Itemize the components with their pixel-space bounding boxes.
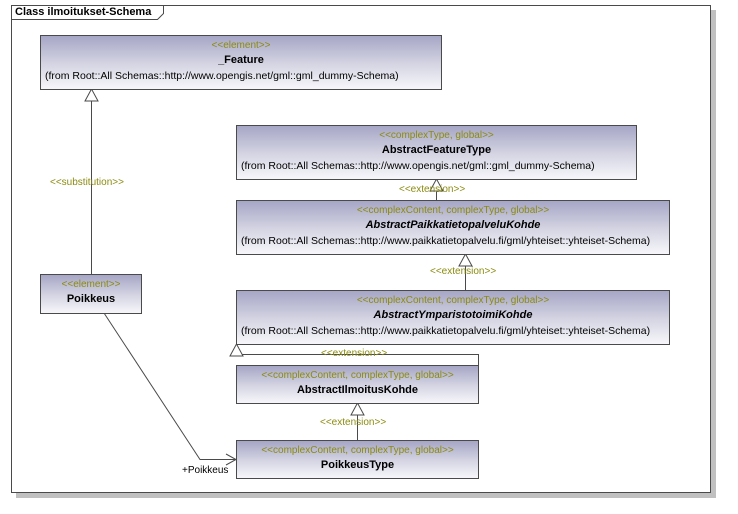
class-origin: (from Root::All Schemas::http://www.paik…	[241, 325, 651, 337]
frame-title-tab	[11, 5, 164, 20]
stereotype: <<complexContent, complexType, global>>	[356, 205, 550, 216]
class-origin: (from Root::All Schemas::http://www.paik…	[241, 235, 651, 247]
association-role-label: +Poikkeus	[182, 465, 229, 476]
class-name: AbstractPaikkatietopalveluKohde	[365, 219, 541, 231]
class-name: Poikkeus	[66, 293, 116, 305]
extension-label-2: <<extension>>	[430, 266, 497, 277]
class-name: AbstractYmparistotoimiKohde	[373, 309, 533, 321]
class-poikkeus-type[interactable]: <<complexContent, complexType, global>> …	[236, 440, 479, 479]
class-name: AbstractIlmoitusKohde	[296, 384, 418, 396]
class-abstract-feature-type[interactable]: <<complexType, global>> AbstractFeatureT…	[236, 125, 637, 180]
class-feature[interactable]: <<element>> _Feature (from Root::All Sch…	[40, 35, 442, 90]
class-abstract-paikkatietopalvelu-kohde[interactable]: <<complexContent, complexType, global>> …	[236, 200, 670, 255]
extension-label-3: <<extension>>	[321, 348, 388, 359]
stereotype: <<complexType, global>>	[379, 130, 494, 141]
class-abstract-ymparistotoimi-kohde[interactable]: <<complexContent, complexType, global>> …	[236, 290, 670, 345]
generalization-arrowhead-icon	[84, 87, 99, 102]
class-origin: (from Root::All Schemas::http://www.open…	[45, 70, 399, 82]
stereotype: <<element>>	[211, 40, 271, 51]
class-poikkeus[interactable]: <<element>> Poikkeus	[40, 274, 142, 314]
association-line[interactable]	[103, 312, 236, 460]
class-name: PoikkeusType	[320, 459, 395, 471]
extension-line-3[interactable]	[236, 354, 479, 366]
stereotype: <<element>>	[61, 279, 121, 290]
diagram-title: Class ilmoitukset-Schema	[15, 6, 152, 18]
class-name: _Feature	[218, 54, 264, 66]
stereotype: <<complexContent, complexType, global>>	[261, 370, 454, 381]
class-abstract-ilmoitus-kohde[interactable]: <<complexContent, complexType, global>> …	[236, 365, 479, 404]
generalization-arrowhead-icon	[229, 342, 244, 357]
substitution-label: <<substitution>>	[50, 177, 124, 188]
generalization-arrowhead-icon	[458, 252, 473, 267]
extension-label-4: <<extension>>	[320, 417, 387, 428]
generalization-arrowhead-icon	[429, 177, 444, 192]
stereotype: <<complexContent, complexType, global>>	[356, 295, 550, 306]
extension-label-1: <<extension>>	[399, 184, 466, 195]
class-origin: (from Root::All Schemas::http://www.open…	[241, 160, 595, 172]
stereotype: <<complexContent, complexType, global>>	[261, 445, 454, 456]
generalization-arrowhead-icon	[350, 401, 365, 416]
class-name: AbstractFeatureType	[381, 144, 492, 156]
